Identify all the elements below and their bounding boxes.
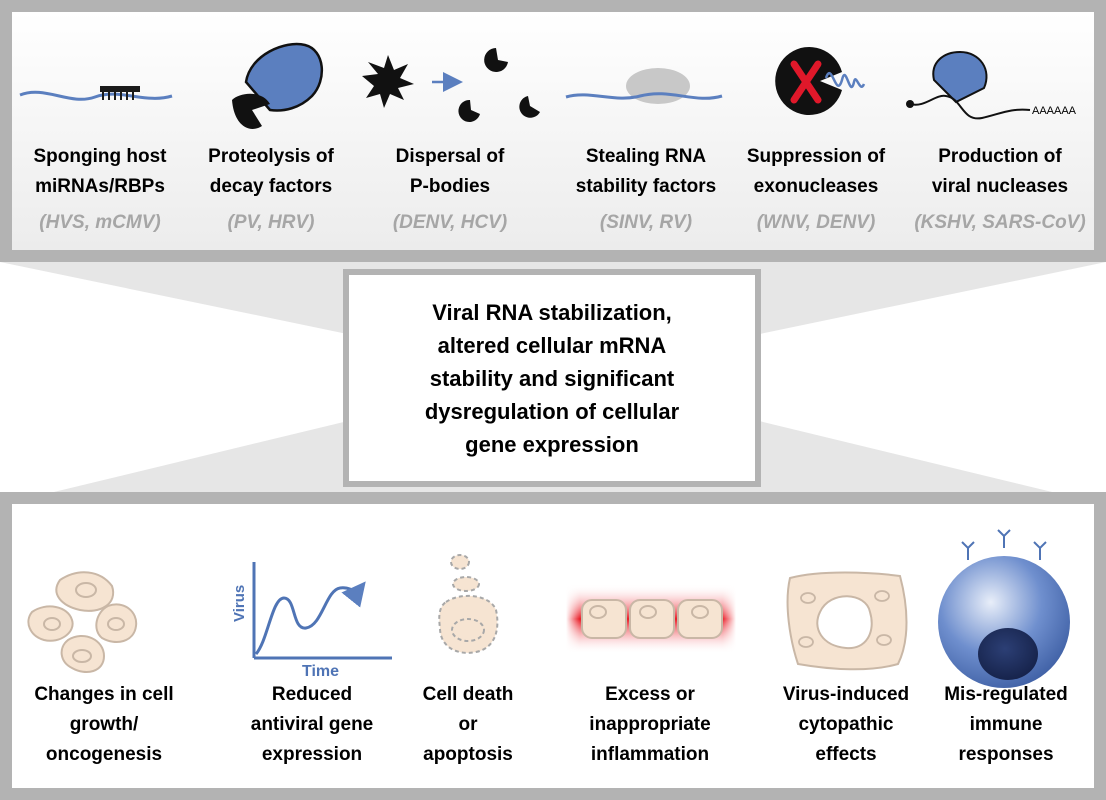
apoptotic-cell-icon [438,554,499,654]
mechanism-examples-6: (KSHV, SARS-CoV) [914,212,1086,233]
rna-sponge-icon [19,86,173,101]
blocked-exonuclease-icon [775,46,866,115]
mechanism-examples-3: (DENV, HCV) [392,212,508,233]
mechanism-examples-5: (WNV, DENV) [756,212,876,233]
graph-x-label: Time [302,663,339,680]
center-statement: Viral RNA stabilization, altered cellula… [424,299,680,457]
viral-nuclease-icon: AAAAAA [906,50,1077,120]
top-panel [0,0,1106,262]
mechanism-examples-2: (PV, HRV) [227,212,315,233]
p-body-dispersal-icon [362,48,540,122]
bottom-panel [0,492,1106,800]
graph-y-label: Virus [231,585,248,622]
cells-icon [27,571,138,673]
inflamed-cells-icon [566,584,736,654]
mechanism-examples-1: (HVS, mCMV) [39,212,161,233]
bound-rna-icon [565,68,723,104]
center-box [343,269,761,487]
cytopathic-cell-icon [786,571,908,671]
immune-cell-icon [938,529,1070,688]
protease-icon [232,42,324,129]
poly-a-tail: AAAAAA [1032,105,1077,117]
virus-time-graph-icon: Virus Time [231,562,392,680]
mechanism-examples-4: (SINV, RV) [599,212,693,233]
